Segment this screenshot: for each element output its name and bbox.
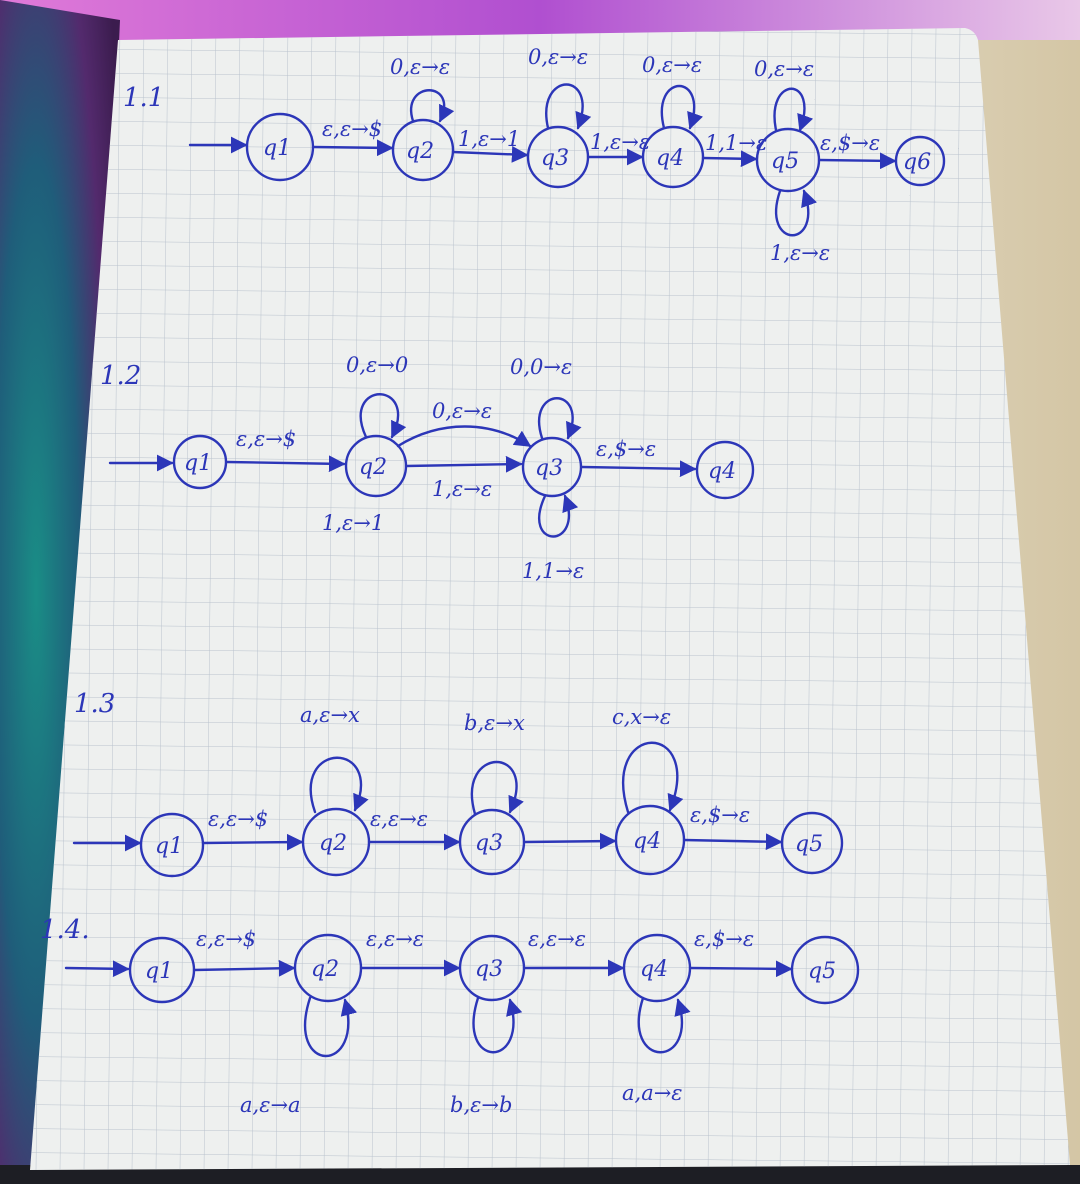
- loop-label: 1,1→ε: [522, 559, 584, 583]
- svg-text:q1: q1: [184, 451, 212, 476]
- transition-label: ε,ε→ε: [528, 927, 586, 951]
- transition-label: 0,ε→ε: [432, 399, 492, 423]
- svg-text:q2: q2: [359, 455, 387, 480]
- state-q3: q3: [526, 125, 590, 189]
- section-label: 1.2: [100, 361, 141, 391]
- transition-label: 1,ε→ε: [432, 477, 492, 501]
- state-q2: q2: [391, 118, 455, 182]
- loop-label: b,ε→x: [464, 711, 525, 735]
- diagram-1-4: 1.4. q1 q2 q3 q4 q5 ε,ε→$ ε,ε→ε ε,ε→ε ε,…: [40, 915, 860, 1117]
- notebook-cover: [0, 0, 120, 1184]
- loop-label: a,ε→a: [240, 1093, 301, 1117]
- loop-label: a,a→ε: [622, 1081, 683, 1105]
- loop-label: 1,ε→ε: [770, 241, 830, 265]
- svg-text:q3: q3: [475, 957, 503, 982]
- transition-label: 1,ε→1: [458, 127, 520, 151]
- svg-text:q1: q1: [145, 959, 173, 984]
- svg-text:q4: q4: [640, 957, 668, 982]
- transition-label: 1,ε→ε: [590, 130, 650, 154]
- bottom-shadow: [0, 1165, 1080, 1184]
- svg-text:q5: q5: [795, 832, 823, 857]
- loop-label: a,ε→x: [300, 703, 360, 727]
- paper-grid: [30, 28, 1070, 1170]
- diagram-1-3: 1.3 q1 q2 q3 q4 q5 ε,ε→$ ε,ε→ε ε,$→ε a,ε…: [72, 689, 844, 878]
- diagram-1-1: 1.1 q1 q2 q3 q4 q5 q6 ε,ε→$ 1,ε→1 1,ε→ε …: [123, 45, 946, 265]
- loop-label: 0,ε→ε: [754, 57, 814, 81]
- transition-label: ε,ε→ε: [366, 927, 424, 951]
- transition-label: ε,ε→$: [236, 427, 296, 451]
- svg-text:q6: q6: [903, 150, 931, 175]
- state-q1: q1: [139, 812, 205, 878]
- transition-label: ε,ε→ε: [370, 807, 428, 831]
- loop-label: 0,ε→ε: [390, 55, 450, 79]
- svg-text:q3: q3: [541, 146, 569, 171]
- loop-label: 1,ε→1: [322, 511, 384, 535]
- diagram-1-2: 1.2 q1 q2 q3 q4 ε,ε→$ 0,ε→ε 1,ε→ε ε,$→ε …: [100, 353, 755, 583]
- loop-label: 0,0→ε: [510, 355, 572, 379]
- state-q1: q1: [245, 112, 315, 182]
- section-label: 1.1: [123, 83, 164, 113]
- svg-text:q4: q4: [656, 146, 684, 171]
- transition-label: ε,ε→$: [196, 927, 256, 951]
- transition-label: ε,$→ε: [694, 927, 754, 951]
- svg-text:q2: q2: [406, 139, 434, 164]
- loop-label: 0,ε→0: [346, 353, 408, 377]
- transition-label: ε,$→ε: [690, 803, 750, 827]
- svg-text:q1: q1: [155, 834, 183, 859]
- svg-text:q4: q4: [633, 829, 661, 854]
- transition-label: ε,$→ε: [820, 131, 880, 155]
- transition-label: ε,$→ε: [596, 437, 656, 461]
- section-label: 1.3: [74, 689, 115, 719]
- svg-text:q1: q1: [263, 136, 291, 161]
- loop-label: 0,ε→ε: [642, 53, 702, 77]
- state-q4: q4: [695, 440, 755, 500]
- state-q3: q3: [521, 436, 583, 498]
- loop-label: 0,ε→ε: [528, 45, 588, 69]
- loop-label: b,ε→b: [450, 1093, 512, 1117]
- state-q2: q2: [344, 434, 408, 498]
- svg-text:q3: q3: [475, 831, 503, 856]
- svg-text:q2: q2: [311, 957, 339, 982]
- transition-label: ε,ε→$: [208, 807, 268, 831]
- svg-text:q5: q5: [771, 149, 799, 174]
- svg-text:q2: q2: [319, 831, 347, 856]
- loop-label: c,x→ε: [612, 705, 671, 729]
- transition-label: 1,1→ε: [705, 131, 767, 155]
- svg-text:q5: q5: [808, 959, 836, 984]
- svg-text:q4: q4: [708, 459, 736, 484]
- section-label: 1.4.: [40, 915, 90, 945]
- svg-text:q3: q3: [535, 456, 563, 481]
- transition-label: ε,ε→$: [322, 117, 382, 141]
- state-q1: q1: [172, 434, 228, 490]
